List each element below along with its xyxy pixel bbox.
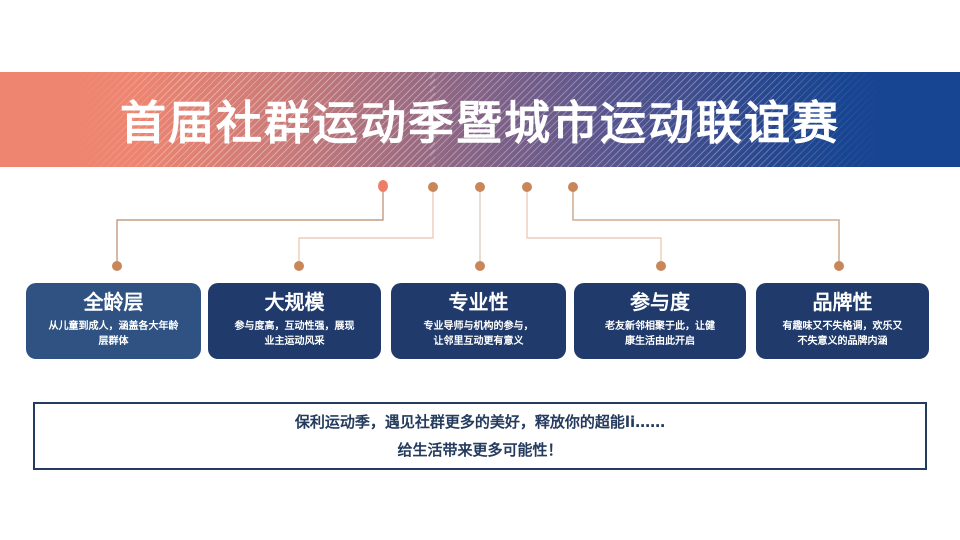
feature-desc-line: 业主运动风采 xyxy=(264,336,325,347)
connector-line-2 xyxy=(298,186,434,266)
top-dot-1 xyxy=(378,180,388,192)
feature-desc: 参与度高，互动性强，展现 业主运动风采 xyxy=(229,319,361,349)
feature-desc-line: 专业导师与机构的参与， xyxy=(423,321,534,332)
bottom-dot-3 xyxy=(475,261,485,271)
slogan-box: 保利运动季，遇见社群更多的美好，释放你的超能li…… 给生活带来更多可能性！ xyxy=(33,402,927,470)
banner-stripe-pattern xyxy=(75,72,435,167)
connector-line-4 xyxy=(526,186,662,266)
connector-line-5 xyxy=(572,186,840,266)
feature-title: 参与度 xyxy=(630,290,690,314)
feature-card-participation: 参与度 老友新邻相聚于此，让健 康生活由此开启 xyxy=(574,283,746,359)
feature-title: 品牌性 xyxy=(812,290,873,314)
feature-desc: 专业导师与机构的参与， 让邻里互动更有意义 xyxy=(418,319,540,349)
feature-desc-line: 层群体 xyxy=(98,336,129,347)
feature-desc: 从儿童到成人，涵盖各大年龄 层群体 xyxy=(43,319,185,349)
feature-desc-line: 有趣味又不失格调，欢乐又 xyxy=(782,321,903,332)
feature-title: 专业性 xyxy=(448,290,509,314)
feature-card-brand: 品牌性 有趣味又不失格调，欢乐又 不失意义的品牌内涵 xyxy=(756,283,929,359)
feature-desc: 老友新邻相聚于此，让健 康生活由此开启 xyxy=(599,319,721,349)
feature-desc-line: 从儿童到成人，涵盖各大年龄 xyxy=(48,321,179,332)
feature-desc-line: 让邻里互动更有意义 xyxy=(433,336,524,347)
connector-line-1 xyxy=(116,186,384,266)
feature-desc: 有趣味又不失格调，欢乐又 不失意义的品牌内涵 xyxy=(777,319,909,349)
bottom-dot-2 xyxy=(294,261,304,271)
feature-desc-line: 不失意义的品牌内涵 xyxy=(797,336,888,347)
feature-title: 全龄层 xyxy=(83,290,144,314)
title-banner: 首届社群运动季暨城市运动联谊赛 xyxy=(0,72,960,167)
top-dot-4 xyxy=(522,182,532,192)
bottom-dot-4 xyxy=(656,261,666,271)
slogan-line-2: 给生活带来更多可能性！ xyxy=(397,441,563,459)
top-dot-5 xyxy=(568,182,578,192)
feature-title: 大规模 xyxy=(264,290,325,314)
top-dot-3 xyxy=(475,182,485,192)
feature-card-all-ages: 全龄层 从儿童到成人，涵盖各大年龄 层群体 xyxy=(26,283,201,359)
bottom-dot-1 xyxy=(112,261,122,271)
feature-card-large-scale: 大规模 参与度高，互动性强，展现 业主运动风采 xyxy=(208,283,381,359)
feature-desc-line: 老友新邻相聚于此，让健 xyxy=(605,321,715,332)
feature-desc-line: 康生活由此开启 xyxy=(625,336,695,347)
page-title: 首届社群运动季暨城市运动联谊赛 xyxy=(120,95,840,150)
slogan-line-1: 保利运动季，遇见社群更多的美好，释放你的超能li…… xyxy=(294,413,666,431)
feature-desc-line: 参与度高，互动性强，展现 xyxy=(234,321,355,332)
banner-stripe-pattern xyxy=(430,72,880,167)
bottom-dot-5 xyxy=(834,261,844,271)
feature-card-professional: 专业性 专业导师与机构的参与， 让邻里互动更有意义 xyxy=(391,283,566,359)
top-dot-2 xyxy=(428,182,438,192)
